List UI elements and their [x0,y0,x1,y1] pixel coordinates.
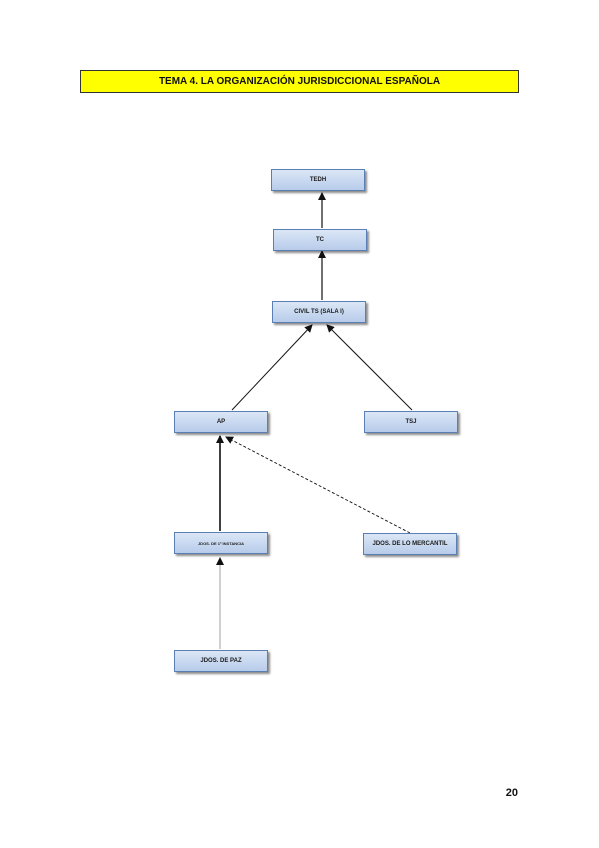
node-jdos-primera-instancia: JDOS. DE 1ª INSTANCIA [174,532,268,554]
page-number: 20 [505,787,518,799]
node-tedh: TEDH [271,169,365,191]
edge-mercantil-ap [225,436,411,534]
edge-ap-civil-ts [231,324,313,411]
page-title: TEMA 4. LA ORGANIZACIÓN JURISDICCIONAL E… [80,70,519,93]
node-tsj: TSJ [364,411,458,433]
node-jdos-mercantil: JDOS. DE LO MERCANTIL [363,533,457,555]
node-civil-ts: CIVIL TS (SALA I) [272,301,366,323]
edge-tsj-civil-ts [326,324,413,411]
node-jdos-paz: JDOS. DE PAZ [174,650,268,672]
node-tc: TC [273,229,367,251]
node-ap: AP [174,411,268,433]
